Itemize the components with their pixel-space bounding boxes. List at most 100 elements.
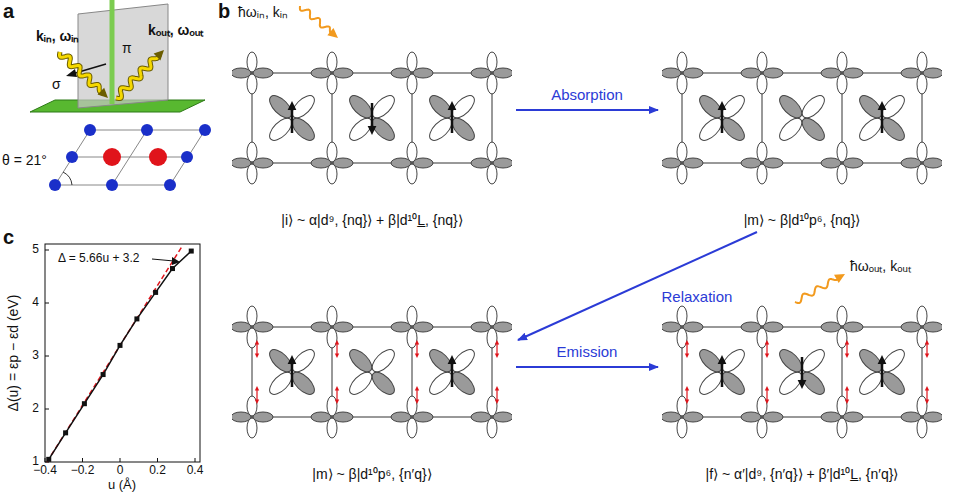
- orbital-lobe: [763, 322, 783, 332]
- orbital-lobe: [677, 328, 687, 348]
- rect-shape: [189, 249, 194, 254]
- orbital-lobe: [901, 158, 921, 168]
- spin-arrow: [291, 109, 294, 133]
- displacement-arrow: [766, 390, 767, 400]
- arrow-head: [415, 353, 419, 358]
- spin-arrow: [291, 363, 294, 387]
- orbital-lobe: [798, 114, 828, 144]
- orbital-lobe: [757, 142, 767, 162]
- orbital-lobe: [843, 412, 863, 422]
- tick-label: 4: [32, 296, 39, 310]
- state-label: |m⟩ ~ β|d¹⁰p⁶, {n′q}⟩: [232, 464, 512, 483]
- arrow-head: [765, 399, 769, 404]
- lattice-state: |m⟩ ~ β|d¹⁰p⁶, {nq}⟩: [662, 28, 942, 229]
- orbital-lobe: [247, 418, 257, 438]
- orbital-lobe: [917, 52, 927, 72]
- edge-label: Relaxation: [660, 288, 735, 305]
- orbital-lobe: [901, 68, 921, 78]
- arrow-head: [845, 399, 849, 404]
- line-shape: [120, 458, 121, 462]
- state-label: |i⟩ ~ α|d⁹, {nq}⟩ + β|d¹⁰L̲, {nq}⟩: [232, 210, 512, 229]
- arrow-head: [415, 386, 419, 391]
- orbital-lobe: [247, 52, 257, 72]
- orbital-lobe: [741, 68, 761, 78]
- displacement-arrow: [496, 390, 497, 400]
- orbital-lobe: [407, 396, 417, 416]
- arrow-head: [255, 353, 259, 358]
- orbital-lobe: [757, 74, 767, 94]
- orbital-lobe: [487, 142, 497, 162]
- orbital-lobe: [837, 164, 847, 184]
- circle-shape: [141, 124, 153, 136]
- state-label: |m⟩ ~ β|d¹⁰p⁶, {nq}⟩: [662, 210, 942, 229]
- orbital-lobe: [837, 396, 847, 416]
- lattice-bond: [240, 73, 504, 74]
- orbital-lobe: [757, 418, 767, 438]
- circle-shape: [199, 124, 211, 136]
- g-shape: [45, 250, 195, 462]
- polygon-shape: [66, 69, 77, 77]
- rect-shape: [45, 244, 200, 462]
- orbital-lobe: [917, 328, 927, 348]
- g-shape: [46, 249, 194, 462]
- arrow-head: [495, 399, 499, 404]
- photon-wave: [116, 54, 160, 99]
- orbital-lobe: [391, 412, 411, 422]
- arrow-head: [765, 386, 769, 391]
- orbital-lobe: [471, 68, 491, 78]
- arrow-head: [495, 340, 499, 345]
- arrow-head: [495, 386, 499, 391]
- photon-label: ħωᵢₙ, kᵢₙ: [238, 4, 288, 20]
- arrow-head: [335, 353, 339, 358]
- orbital-lobe: [407, 418, 417, 438]
- circle-shape: [181, 151, 193, 163]
- orbital-lobe: [413, 412, 433, 422]
- arrow-head: [288, 355, 297, 364]
- arrow-head: [845, 386, 849, 391]
- tick-label: 0: [117, 464, 124, 478]
- displacement-arrow: [256, 390, 257, 400]
- orbital-lobe: [901, 322, 921, 332]
- lattice-bond: [670, 417, 934, 418]
- circle-shape: [106, 179, 118, 191]
- displacement-arrow: [686, 390, 687, 400]
- displacement-arrow: [256, 344, 257, 354]
- orbital-lobe: [327, 306, 337, 326]
- arrow-head: [288, 101, 297, 110]
- orbital-lobe: [407, 328, 417, 348]
- photon-wave: [60, 52, 105, 94]
- orbital-lobe: [683, 322, 703, 332]
- panel-letter: c: [3, 226, 14, 249]
- cuo2-lattice: [662, 28, 942, 208]
- arrow-head: [878, 355, 887, 364]
- arrow-head: [834, 274, 845, 283]
- orbital-lobe: [247, 306, 257, 326]
- orbital-lobe: [327, 396, 337, 416]
- orbital-lobe: [407, 306, 417, 326]
- process-arrow: [518, 232, 757, 340]
- displacement-arrow: [416, 344, 417, 354]
- circle-shape: [66, 151, 78, 163]
- line-shape: [72, 157, 187, 158]
- arrow-head: [685, 340, 689, 345]
- rect-shape: [101, 372, 106, 377]
- orbital-lobe: [917, 74, 927, 94]
- orbital-lobe: [487, 418, 497, 438]
- arrow-head: [327, 28, 338, 38]
- axis-title: u (Å): [108, 478, 136, 493]
- arrow-head: [925, 353, 929, 358]
- line-shape: [110, 0, 115, 104]
- orbital-lobe: [837, 306, 847, 326]
- panel-letter: b: [218, 0, 230, 23]
- orbital-lobe: [487, 328, 497, 348]
- orbital-lobe: [757, 306, 767, 326]
- orbital-lobe: [327, 328, 337, 348]
- orbital-lobe: [683, 158, 703, 168]
- orbital-lobe: [683, 412, 703, 422]
- line-shape: [45, 458, 46, 462]
- process-arrow: [516, 109, 658, 111]
- tick-label: −0.4: [33, 464, 57, 478]
- arrow-head: [154, 50, 164, 60]
- circle-shape: [149, 148, 167, 166]
- rect-shape: [63, 430, 68, 435]
